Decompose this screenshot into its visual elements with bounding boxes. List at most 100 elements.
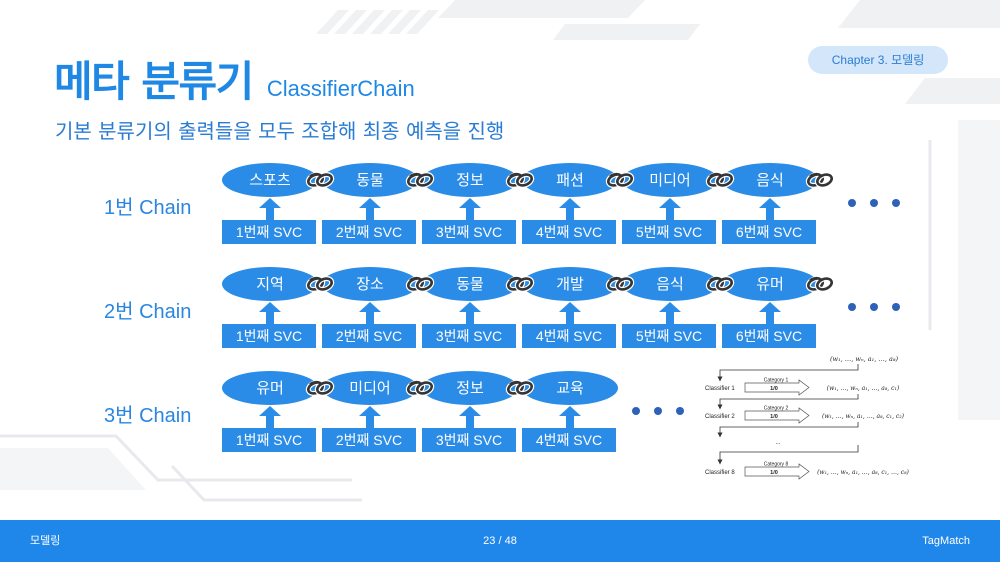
svc-classifier-box: 4번째 SVC [522, 324, 616, 348]
chain-link-icon [405, 172, 435, 188]
svc-classifier-box: 3번째 SVC [422, 324, 516, 348]
dot [654, 407, 662, 415]
chain-link-icon [505, 276, 535, 292]
up-arrow-icon [259, 198, 281, 222]
up-arrow-icon [359, 302, 381, 326]
diagram-step: Classifier 8 Category 8 1/0 (w₁, …, wₙ, … [705, 462, 910, 480]
footer-section: 모델링 [30, 535, 61, 547]
category-node: 지역 [222, 267, 318, 301]
dot [676, 407, 684, 415]
chain-link-icon [805, 172, 835, 188]
category-node: 개발 [522, 267, 618, 301]
chain-label: 3번 Chain [104, 405, 192, 427]
category-label: Category 1 [764, 378, 789, 384]
category-node: 정보 [422, 371, 518, 405]
chain-link-icon [805, 276, 835, 292]
category-node: 동물 [322, 163, 418, 197]
chain-link-icon [405, 380, 435, 396]
svc-classifier-box: 5번째 SVC [622, 220, 716, 244]
dot [870, 199, 878, 207]
svc-classifier-box: 4번째 SVC [522, 220, 616, 244]
diagram-step: Classifier 2 Category 2 1/0 (w₁, …, wₙ, … [705, 406, 905, 424]
result-vector: (w₁, …, wₙ, a₁, …, a₈, c₁, c₂) [822, 413, 905, 420]
up-arrow-icon [659, 302, 681, 326]
output-value: 1/0 [770, 470, 778, 476]
svc-classifier-box: 1번째 SVC [222, 428, 316, 452]
chain-link-icon [705, 172, 735, 188]
svc-classifier-box: 5번째 SVC [622, 324, 716, 348]
category-node: 음식 [722, 163, 818, 197]
svc-classifier-box: 3번째 SVC [422, 220, 516, 244]
chain-label: 2번 Chain [104, 301, 192, 323]
chain-link-icon [305, 172, 335, 188]
category-label: Category 2 [764, 406, 789, 412]
dot [870, 303, 878, 311]
category-node: 동물 [422, 267, 518, 301]
chain-link-icon [305, 276, 335, 292]
classifier-chain-diagram: (w₁, …, wₙ, a₁, …, a₈) Classifier 1 Cate… [705, 355, 910, 480]
output-value: 1/0 [770, 414, 778, 420]
category-node: 패션 [522, 163, 618, 197]
diagram-flow-arrow [717, 422, 859, 438]
output-arrow-box [744, 463, 810, 480]
diagram-flow-arrow [717, 364, 859, 382]
up-arrow-icon [259, 302, 281, 326]
page-number: 23 / 48 [483, 535, 517, 547]
footer-brand: TagMatch [922, 535, 970, 547]
diagram-input-vector: (w₁, …, wₙ, a₁, …, a₈) [830, 355, 899, 363]
svc-classifier-box: 1번째 SVC [222, 220, 316, 244]
up-arrow-icon [559, 406, 581, 430]
svc-classifier-box: 6번째 SVC [722, 324, 816, 348]
dot [848, 303, 856, 311]
title-block: 메타 분류기 ClassifierChain [54, 56, 415, 108]
chain-link-icon [305, 380, 335, 396]
result-vector: (w₁, …, wₙ, a₁, …, a₈, c₁, …, c₈) [817, 469, 909, 476]
category-node: 유머 [722, 267, 818, 301]
diagram-flow-arrow [717, 394, 859, 410]
category-label: Category 8 [764, 462, 789, 468]
category-node: 미디어 [622, 163, 718, 197]
footer-bar: 모델링 23 / 48 TagMatch [0, 520, 1000, 562]
up-arrow-icon [459, 406, 481, 430]
diagram-flow-arrow [717, 445, 859, 465]
svc-classifier-box: 2번째 SVC [322, 324, 416, 348]
category-node: 장소 [322, 267, 418, 301]
chain-link-icon [705, 276, 735, 292]
page-subtitle: 기본 분류기의 출력들을 모두 조합해 최종 예측을 진행 [55, 119, 505, 143]
up-arrow-icon [259, 406, 281, 430]
up-arrow-icon [559, 198, 581, 222]
dot [848, 199, 856, 207]
chapter-badge: Chapter 3. 모델링 [808, 46, 948, 74]
result-vector: (w₁, …, wₙ, a₁, …, a₈, c₁) [827, 385, 900, 392]
up-arrow-icon [659, 198, 681, 222]
output-arrow-box [744, 407, 810, 424]
chain-link-icon [505, 380, 535, 396]
svc-classifier-box: 1번째 SVC [222, 324, 316, 348]
chain-link-icon [505, 172, 535, 188]
chain-link-icon [605, 172, 635, 188]
category-node: 음식 [622, 267, 718, 301]
classifier-label: Classifier 8 [705, 470, 735, 476]
dot [892, 199, 900, 207]
up-arrow-icon [459, 302, 481, 326]
page-title-sub: ClassifierChain [266, 76, 415, 101]
up-arrow-icon [759, 198, 781, 222]
category-node: 정보 [422, 163, 518, 197]
up-arrow-icon [359, 406, 381, 430]
dot [892, 303, 900, 311]
chain-label: 1번 Chain [104, 197, 192, 219]
svc-classifier-box: 4번째 SVC [522, 428, 616, 452]
dot [632, 407, 640, 415]
category-node: 스포츠 [222, 163, 318, 197]
page-title: 메타 분류기 [54, 57, 254, 106]
chain-link-icon [605, 276, 635, 292]
up-arrow-icon [759, 302, 781, 326]
output-value: 1/0 [770, 386, 778, 392]
classifier-label: Classifier 2 [705, 414, 735, 420]
up-arrow-icon [559, 302, 581, 326]
svc-classifier-box: 6번째 SVC [722, 220, 816, 244]
up-arrow-icon [459, 198, 481, 222]
chain-link-icon [405, 276, 435, 292]
svc-classifier-box: 2번째 SVC [322, 428, 416, 452]
